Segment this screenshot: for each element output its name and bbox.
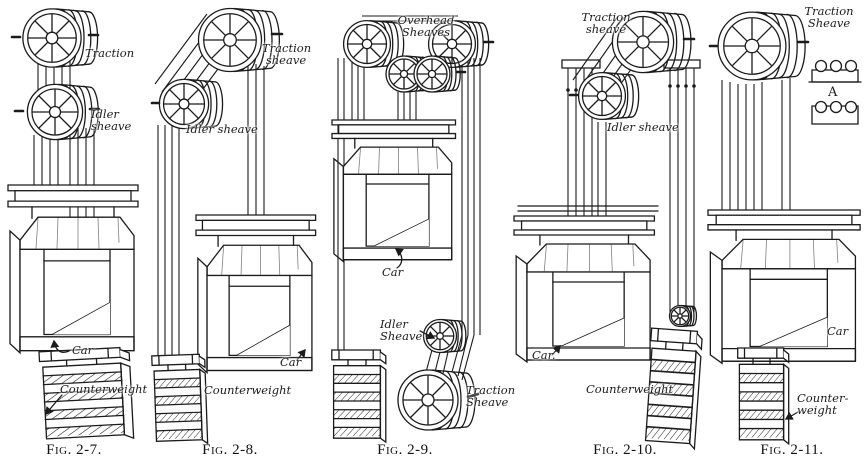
fig29-traction-axle (468, 394, 478, 397)
fig27-idler-sheave (26, 83, 99, 141)
fig211-counterweight-label: Counter- weight (797, 391, 849, 418)
fig-2-11-caption: Fig. 2-11. (760, 442, 824, 458)
fig211-groove-detail-label: A (828, 85, 838, 100)
fig27-counterweight-arrow (45, 395, 62, 416)
fig27-traction-label: Traction (85, 46, 135, 60)
fig27-car-label: Car (72, 343, 94, 357)
fig29-traction-label: Traction Sheave (466, 383, 516, 410)
figure-2-11-drawing (707, 11, 861, 445)
figure-2-9-drawing (331, 15, 495, 443)
fig28-counterweight (151, 353, 209, 446)
fig28-car-arrow (297, 348, 306, 360)
fig210-traction-label: Traction sheave (581, 10, 631, 37)
figure-2-8-drawing (150, 7, 317, 446)
fig27-axles (10, 33, 101, 113)
fig211-traction-sheave (717, 11, 806, 81)
fig29-overhead-sheaves-label: Overhead Sheaves (397, 13, 455, 40)
fig28-traction-label: Traction sheave (262, 41, 312, 68)
fig-2-9-caption: Fig. 2-9. (377, 442, 433, 458)
fig211-axles (708, 40, 810, 48)
fig29-axles (455, 40, 495, 74)
fig211-car-label: Car (827, 324, 849, 338)
figure-2-7-drawing (7, 8, 139, 444)
fig29-car-arrow (394, 248, 404, 268)
fig-2-7-caption: Fig. 2-7. (46, 442, 102, 458)
fig211-traction-label: Traction Sheave (804, 4, 854, 31)
fig29-traction-sheave (397, 369, 476, 431)
fig28-elevator-car (195, 214, 317, 374)
fig29-idler-label: Idler Sheave (380, 317, 423, 344)
fig210-elevator-car (513, 215, 656, 363)
fig210-idler-label: Idler sheave (607, 120, 679, 134)
fig27-car-arrow (50, 339, 69, 352)
fig211-counterweight (737, 347, 790, 445)
fig-2-10-caption: Fig. 2-10. (593, 442, 657, 458)
fig28-car-label: Car (280, 355, 302, 369)
fig29-elevator-car (331, 119, 457, 263)
fig211-elevator-car (707, 209, 861, 365)
fig-2-8-caption: Fig. 2-8. (202, 442, 258, 458)
fig210-counterweight-sheave (669, 305, 697, 327)
fig28-axles (150, 32, 284, 105)
fig28-idler-label: Idler sheave (186, 122, 258, 136)
fig211-counterweight-arrow (784, 412, 798, 420)
fig28-counterweight-label: Counterweight (204, 383, 292, 397)
fig210-car-arrow (552, 345, 561, 355)
fig211-ropes (721, 78, 791, 352)
fig210-idler-sheave (578, 72, 640, 120)
fig210-car-label: Car. (532, 348, 556, 362)
figure-2-10-drawing (513, 10, 704, 450)
fig27-counterweight-label: Counterweight (60, 382, 148, 396)
fig210-counterweight-label: Counterweight (586, 382, 674, 396)
fig29-car-label: Car (382, 265, 404, 279)
fig27-idler-label: Idler sheave (91, 107, 132, 134)
fig210-axles (568, 37, 696, 97)
fig29-idler-arrow (420, 331, 436, 340)
fig27-elevator-car (7, 184, 139, 354)
fig29-ropes (337, 15, 481, 381)
fig29-counterweight (331, 349, 387, 443)
fig211-groove-detail (809, 61, 861, 125)
